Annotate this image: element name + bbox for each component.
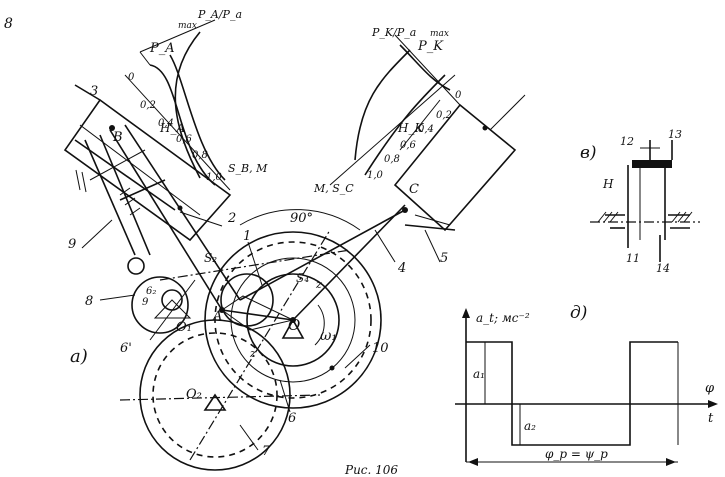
- centerline-2: [119, 394, 321, 401]
- left-tick-2: 0,4: [158, 118, 174, 129]
- x-axis-t: t: [708, 411, 714, 426]
- point-o: O: [288, 316, 300, 334]
- pk-label: P_K: [417, 39, 444, 54]
- crank-oa: [221, 309, 294, 321]
- part-a-label: а): [70, 346, 88, 367]
- pmax-a-label: max: [178, 21, 197, 31]
- cam-8: [131, 276, 189, 334]
- part-d-label: д): [570, 303, 587, 323]
- part-d-chart: д) a_t; мс⁻² φ t a₁ a₂ φ_p = ψ_p: [455, 303, 718, 466]
- pmax-k-label: max: [430, 29, 449, 39]
- acceleration-wave: [466, 341, 678, 446]
- left-tick-3: 0,6: [176, 134, 193, 145]
- ha-label: H_A: [159, 121, 185, 135]
- rod-ab: [109, 129, 223, 311]
- right-tick-1: 0,2: [436, 110, 452, 121]
- part-2: 2: [227, 211, 236, 226]
- rod-oc: [292, 204, 406, 321]
- rod-ac: [239, 209, 406, 301]
- part-7: 7: [262, 444, 271, 459]
- cam-line: [149, 279, 196, 341]
- part-b-14: 14: [656, 262, 670, 275]
- a2-label: a₂: [524, 419, 536, 433]
- left-pressure-diagram: [124, 19, 231, 191]
- part-1: 1: [243, 229, 251, 244]
- part-b-13: 13: [668, 128, 682, 141]
- right-slider: [393, 94, 526, 232]
- a1-label: a₁: [473, 367, 485, 381]
- right-tick-4: 0,8: [384, 154, 400, 165]
- right-tick-2: 0,4: [418, 124, 434, 135]
- pivot-b: [109, 125, 115, 131]
- left-axis-end: S_B, M: [228, 162, 268, 175]
- part-b-h: H: [602, 177, 614, 191]
- right-tick-5: 1,0: [367, 170, 384, 181]
- hk-label: H_K: [397, 121, 424, 135]
- cam-support: [153, 299, 192, 319]
- gear-z: z: [249, 347, 256, 360]
- centerline-1: [189, 229, 331, 461]
- pa-label: P_A: [149, 41, 175, 56]
- point-o1: O₁: [176, 320, 192, 335]
- gear-7: [139, 319, 291, 471]
- part-b-12: 12: [620, 135, 634, 148]
- small-8: 6₂: [146, 286, 156, 297]
- lever-9: [84, 134, 166, 275]
- scale-right-top: P_K/P_a: [371, 26, 416, 39]
- left-tick-1: 0,2: [140, 100, 156, 111]
- point-b: B: [112, 130, 123, 145]
- part-4: 4: [397, 261, 406, 276]
- point-c: C: [409, 182, 419, 197]
- s4-label: S₄: [296, 271, 309, 285]
- part-6: 6: [288, 411, 296, 426]
- scale-left-top: P_A/P_a: [197, 8, 242, 21]
- angle-arc: [239, 209, 361, 231]
- omega-arc: [314, 304, 325, 346]
- part-b-label: в): [580, 143, 597, 163]
- figure-caption: Рис. 106: [344, 463, 398, 477]
- support-o: [281, 318, 305, 339]
- gear-z2: z: [315, 278, 322, 291]
- pivot-s2: [177, 205, 183, 211]
- part-6-prime: 6': [120, 341, 132, 356]
- angle-90-label: 90°: [290, 211, 313, 226]
- s2-label: S₂: [204, 251, 217, 265]
- support-hatch-left: [75, 169, 141, 216]
- point-o2: O₂: [186, 387, 202, 402]
- part-10: 10: [372, 341, 389, 356]
- pivot-a: [219, 307, 225, 313]
- part-3: 3: [90, 84, 98, 99]
- right-axis-end: M, S_C: [313, 182, 354, 195]
- pivot-c2: [482, 125, 488, 131]
- point-a: A: [212, 309, 222, 324]
- pivot-c: [402, 207, 408, 213]
- small-9: 9: [142, 297, 149, 308]
- support-o2: [203, 393, 227, 411]
- right-tick-0: 0: [455, 90, 462, 101]
- part-b-diagram: в) 12 13 H 11 14: [580, 128, 700, 275]
- y-axis-label: a_t; мс⁻²: [476, 311, 530, 325]
- mechanism-diagram: а) O A B C O₁ O₂ ω₁ 90° S₂ S₄ H_A H_K P_…: [63, 8, 526, 471]
- x-axis-phi: φ: [705, 381, 715, 396]
- left-tick-0: 0: [128, 72, 135, 83]
- part-5: 5: [440, 251, 448, 266]
- part-b-11: 11: [626, 252, 640, 265]
- part-8: 8: [85, 294, 93, 309]
- right-tick-3: 0,6: [400, 140, 417, 151]
- omega-label: ω₁: [320, 328, 337, 344]
- gear-a: [220, 273, 274, 327]
- left-tick-4: 0,8: [192, 150, 208, 161]
- period-label: φ_p = ψ_p: [545, 447, 608, 461]
- pivot-o: [290, 317, 296, 323]
- corner-mark: 8: [4, 16, 13, 32]
- part-9: 9: [68, 237, 76, 252]
- circle-1: [246, 273, 340, 367]
- gear-7-dashed: [152, 332, 278, 458]
- dot-10: [329, 365, 335, 371]
- left-cylinder: [63, 84, 232, 242]
- crank-triangle: [221, 295, 295, 331]
- left-tick-5: 1,0: [206, 172, 223, 183]
- right-pressure-diagram: [329, 34, 461, 186]
